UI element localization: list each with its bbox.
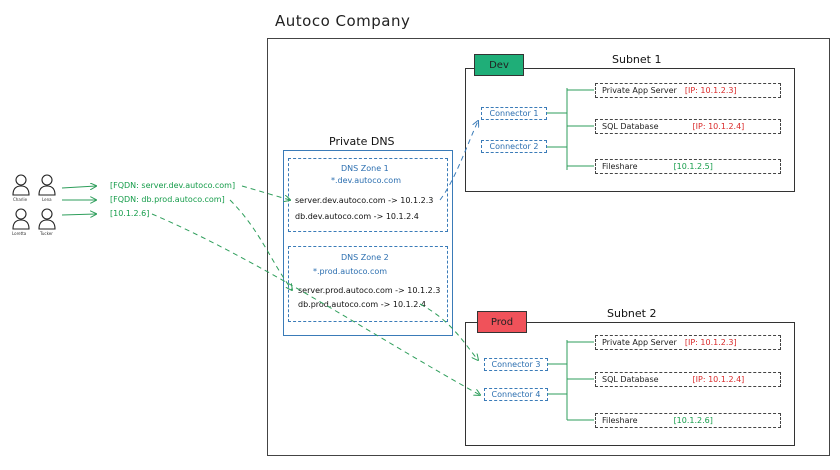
user-icon (38, 208, 56, 230)
resource-name: Fileshare (602, 416, 638, 425)
company-title: Autoco Company (275, 12, 411, 30)
subnet-2-title: Subnet 2 (607, 307, 657, 320)
company-boundary (267, 38, 830, 456)
resource-name: Private App Server (602, 86, 677, 95)
connector-3: Connector 3 (484, 358, 548, 371)
user-icon (12, 174, 30, 196)
route-ip (151, 213, 480, 395)
connector-2: Connector 2 (481, 140, 547, 153)
resource-name: Fileshare (602, 162, 638, 171)
dns-record: server.dev.autoco.com -> 10.1.2.3 (295, 196, 434, 205)
private-dns-box (283, 150, 453, 336)
user-name-lena: Lena (42, 197, 52, 202)
route-prod-fqdn (229, 199, 292, 290)
subnet-2-box (465, 322, 795, 446)
connector-4: Connector 4 (484, 388, 548, 401)
request-label: [FQDN: server.dev.autoco.com] (110, 181, 236, 190)
resource-name: SQL Database (602, 122, 659, 131)
dns-zone-2-domain: *.prod.autoco.com (313, 267, 388, 276)
resource-ip: [IP: 10.1.2.3] (684, 86, 737, 95)
private-app-server-dev: Private App Server [IP: 10.1.2.3] (595, 83, 781, 98)
resource-ip: [IP: 10.1.2.4] (692, 122, 745, 131)
sql-database-prod: SQL Database [IP: 10.1.2.4] (595, 372, 781, 387)
dns-zone-2-title: DNS Zone 2 (341, 253, 389, 262)
user-name-charlie: Charlie (13, 197, 28, 202)
resource-name: Private App Server (602, 338, 677, 347)
request-arrow (61, 186, 96, 188)
fileshare-dev: Fileshare [10.1.2.5] (595, 159, 781, 174)
private-app-server-prod: Private App Server [IP: 10.1.2.3] (595, 335, 781, 350)
request-label: [FQDN: db.prod.autoco.com] (110, 195, 225, 204)
dns-zone-1-domain: *.dev.autoco.com (331, 176, 401, 185)
resource-name: SQL Database (602, 375, 659, 384)
route-dev-fqdn (241, 185, 290, 200)
route-prod-dns-to-connector (419, 303, 478, 360)
fileshare-prod: Fileshare [10.1.2.6] (595, 413, 781, 428)
request-arrow (61, 214, 96, 215)
private-dns-title: Private DNS (329, 135, 395, 148)
dev-tag: Dev (474, 54, 524, 76)
user-name-loretta: Loretta (12, 231, 27, 236)
route-dev-dns-to-connector (439, 121, 478, 201)
dns-record: db.dev.autoco.com -> 10.1.2.4 (295, 212, 419, 221)
resource-ip: [IP: 10.1.2.3] (684, 338, 737, 347)
dns-record: db.prod.autoco.com -> 10.1.2.4 (298, 300, 426, 309)
request-label: [10.1.2.6] (110, 209, 150, 218)
dns-record: server.prod.autoco.com -> 10.1.2.3 (298, 286, 441, 295)
subnet-1-title: Subnet 1 (612, 53, 662, 66)
resource-ip: [10.1.2.6] (673, 416, 713, 425)
prod-tag: Prod (477, 311, 527, 333)
resource-ip: [IP: 10.1.2.4] (692, 375, 745, 384)
resource-ip: [10.1.2.5] (673, 162, 713, 171)
dns-zone-1-title: DNS Zone 1 (341, 164, 389, 173)
sql-database-dev: SQL Database [IP: 10.1.2.4] (595, 119, 781, 134)
connector-1: Connector 1 (481, 107, 547, 120)
user-icon (12, 208, 30, 230)
user-icon (38, 174, 56, 196)
subnet-1-box (465, 68, 795, 192)
user-name-tucker: Tucker (40, 231, 53, 236)
